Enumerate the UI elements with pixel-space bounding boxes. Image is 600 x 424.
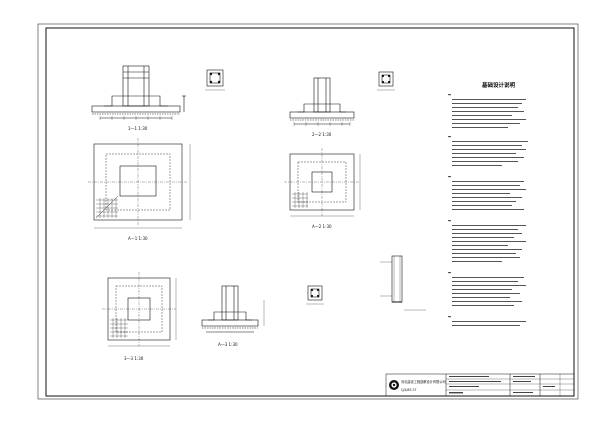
project-code: Q/JL89-37	[401, 388, 417, 392]
view-3-label: A—1 1:30	[128, 236, 148, 241]
view-4-label: A—2 1:30	[312, 224, 332, 229]
column-section-1	[205, 69, 225, 91]
notes-text-block	[448, 94, 528, 326]
title-block	[385, 373, 575, 397]
elevation-view-2	[289, 77, 355, 126]
notes-title: 基础设计说明	[481, 81, 516, 89]
title-block-text	[449, 376, 555, 394]
view-6-label: A—3 1:30	[218, 342, 238, 347]
view-1-label: 1—1 1:30	[128, 126, 148, 131]
column-detail	[380, 255, 426, 311]
inner-frame	[45, 27, 575, 397]
elevation-view-6	[201, 285, 265, 333]
view-2-label: 2—2 1:30	[312, 132, 332, 137]
company-name: 河北建设工程勘察设计有限公司	[401, 379, 446, 384]
outer-frame	[37, 23, 579, 400]
view-5-label: 3—3 1:30	[124, 356, 144, 361]
plan-view-5	[102, 272, 177, 347]
column-section-2	[377, 71, 395, 91]
elevation-view-1	[91, 65, 186, 120]
plan-view-3	[88, 138, 191, 229]
company-logo	[389, 380, 399, 390]
plan-view-4	[284, 148, 361, 217]
column-section-3	[306, 285, 324, 305]
